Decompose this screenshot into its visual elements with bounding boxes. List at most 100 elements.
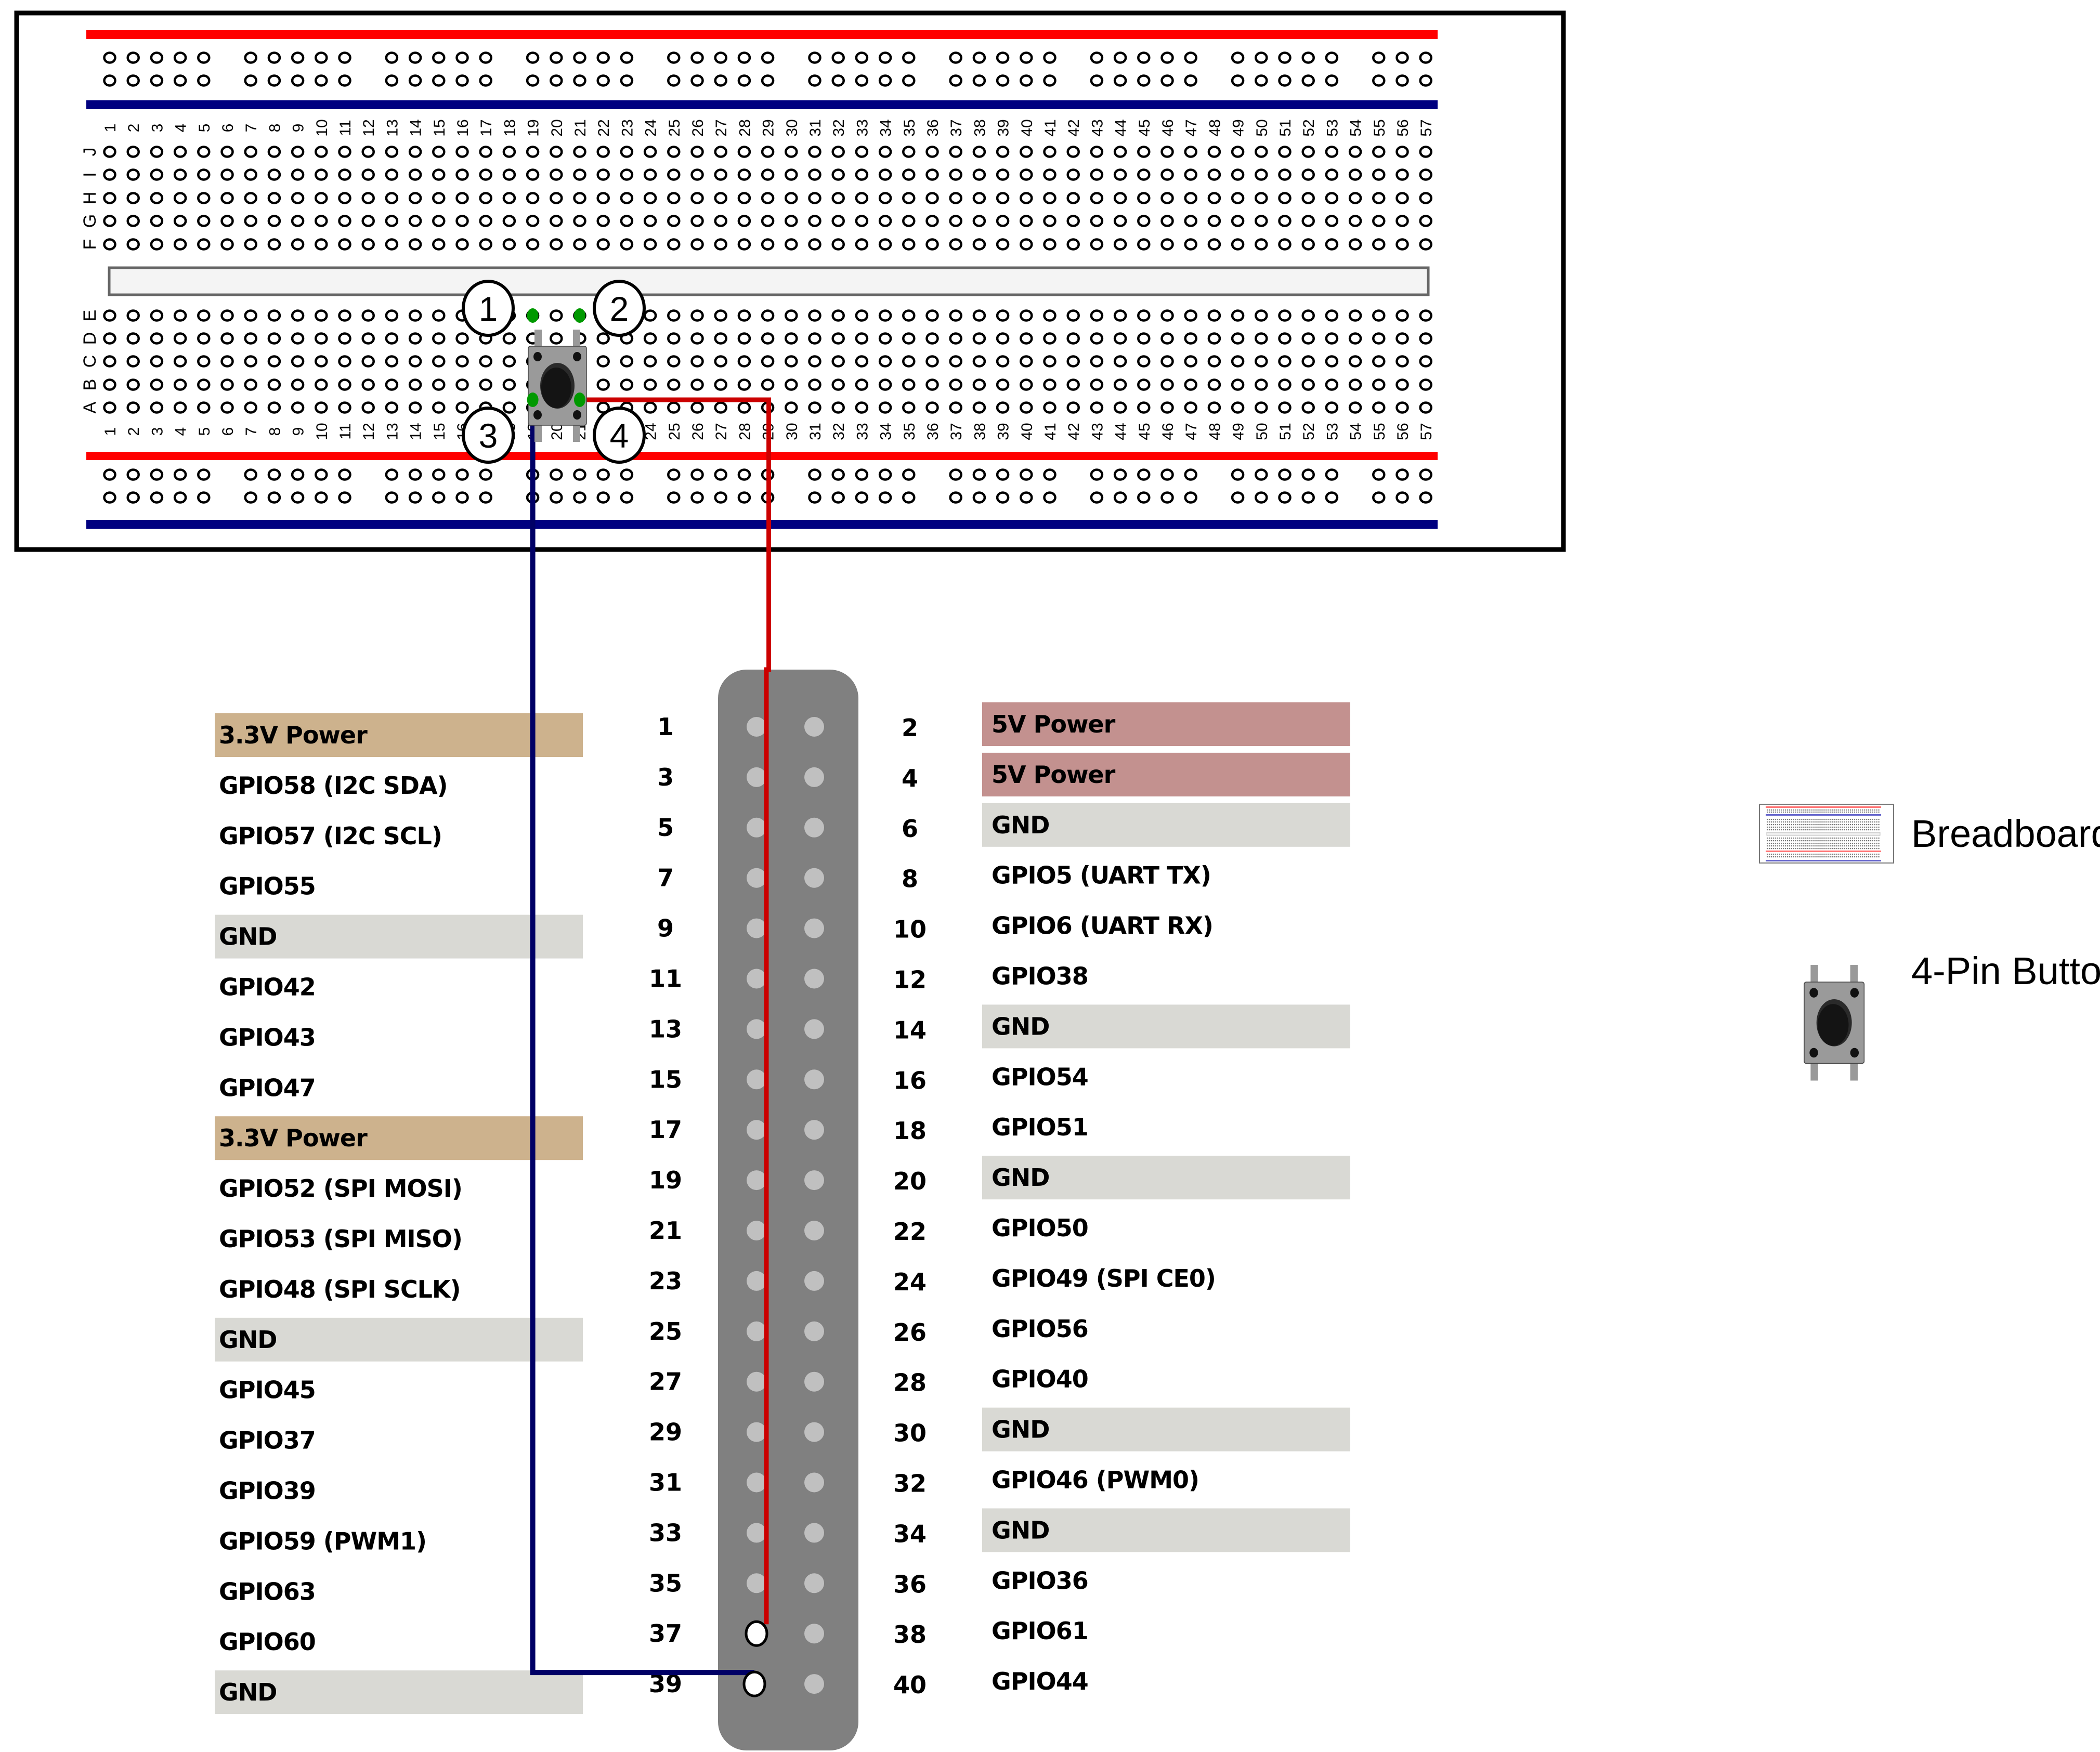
button-screw bbox=[1809, 1048, 1818, 1058]
mini-hole bbox=[1781, 856, 1782, 858]
rail-hole bbox=[714, 74, 727, 87]
mini-hole bbox=[1835, 848, 1837, 849]
terminal-hole bbox=[1184, 215, 1197, 227]
mini-hole bbox=[1817, 854, 1819, 855]
mini-hole bbox=[1860, 809, 1861, 811]
mini-hole bbox=[1866, 824, 1868, 826]
mini-hole bbox=[1791, 854, 1792, 855]
mini-hole bbox=[1789, 843, 1791, 844]
mini-hole bbox=[1813, 824, 1815, 826]
mini-hole bbox=[1833, 809, 1835, 811]
mini-hole bbox=[1797, 854, 1798, 855]
mini-hole bbox=[1799, 854, 1801, 855]
terminal-hole bbox=[1020, 168, 1033, 181]
rail-hole bbox=[902, 51, 916, 64]
rail-hole bbox=[690, 51, 704, 64]
mini-hole bbox=[1801, 840, 1803, 842]
mini-hole bbox=[1825, 809, 1827, 811]
rail-hole bbox=[1184, 468, 1197, 481]
mini-hole bbox=[1813, 843, 1815, 844]
rail-hole bbox=[1231, 491, 1245, 504]
mini-hole bbox=[1789, 848, 1791, 849]
rail-hole bbox=[831, 491, 845, 504]
terminal-hole bbox=[1207, 355, 1221, 368]
mini-hole bbox=[1807, 829, 1809, 831]
mini-hole bbox=[1789, 812, 1791, 813]
mini-hole bbox=[1860, 840, 1861, 842]
mini-hole bbox=[1781, 812, 1782, 813]
mini-hole bbox=[1813, 845, 1815, 847]
terminal-hole bbox=[714, 309, 727, 322]
mini-hole bbox=[1844, 840, 1845, 842]
terminal-hole bbox=[455, 238, 469, 251]
mini-hole bbox=[1803, 843, 1805, 844]
mini-hole bbox=[1795, 843, 1796, 844]
mini-hole bbox=[1805, 829, 1807, 831]
header-pin bbox=[747, 918, 766, 938]
terminal-hole bbox=[267, 168, 281, 181]
mini-hole bbox=[1793, 809, 1794, 811]
mini-hole bbox=[1833, 840, 1835, 842]
mini-hole bbox=[1807, 809, 1809, 811]
terminal-hole bbox=[150, 332, 164, 345]
terminal-hole bbox=[1419, 378, 1432, 391]
terminal-hole bbox=[479, 378, 492, 391]
mini-hole bbox=[1823, 821, 1825, 823]
terminal-hole bbox=[244, 332, 257, 345]
mini-hole bbox=[1805, 819, 1807, 820]
terminal-hole bbox=[620, 215, 634, 227]
terminal-hole bbox=[667, 238, 681, 251]
header-pin bbox=[747, 1221, 766, 1240]
mini-hole bbox=[1781, 840, 1782, 842]
header-pin bbox=[804, 717, 824, 737]
mini-hole bbox=[1770, 829, 1772, 831]
terminal-hole bbox=[244, 355, 257, 368]
mini-hole bbox=[1777, 824, 1778, 826]
mini-hole bbox=[1849, 854, 1851, 855]
terminal-hole bbox=[808, 378, 821, 391]
button-leg bbox=[534, 424, 542, 442]
mini-hole bbox=[1872, 856, 1873, 858]
terminal-hole bbox=[173, 355, 187, 368]
terminal-hole bbox=[173, 238, 187, 251]
mini-hole bbox=[1854, 840, 1855, 842]
mini-hole bbox=[1837, 848, 1839, 849]
terminal-hole bbox=[690, 168, 704, 181]
mini-hole bbox=[1860, 829, 1861, 831]
mini-hole bbox=[1801, 856, 1803, 858]
mini-hole bbox=[1817, 843, 1819, 844]
terminal-hole bbox=[1325, 401, 1339, 414]
button-leg bbox=[573, 330, 580, 347]
terminal-hole bbox=[1348, 146, 1362, 158]
mini-hole bbox=[1868, 829, 1870, 831]
pin-number: 4 bbox=[902, 764, 918, 792]
terminal-hole bbox=[1325, 355, 1339, 368]
column-number: 23 bbox=[619, 119, 636, 136]
mini-hole bbox=[1870, 840, 1872, 842]
rail-hole bbox=[103, 74, 116, 87]
mini-hole bbox=[1860, 843, 1861, 844]
mini-hole bbox=[1793, 819, 1794, 820]
mini-hole bbox=[1858, 843, 1859, 844]
terminal-hole bbox=[267, 215, 281, 227]
rail-hole bbox=[267, 51, 281, 64]
mini-hole bbox=[1856, 829, 1857, 831]
column-number: 44 bbox=[1113, 119, 1130, 136]
mini-hole bbox=[1811, 827, 1812, 828]
terminal-hole bbox=[1395, 309, 1409, 322]
column-number: 3 bbox=[149, 427, 166, 436]
mini-hole bbox=[1831, 838, 1833, 839]
column-number: 11 bbox=[337, 423, 354, 439]
terminal-hole bbox=[737, 332, 751, 345]
mini-hole bbox=[1813, 838, 1815, 839]
pin-label: GND bbox=[992, 1516, 1049, 1544]
terminal-hole bbox=[315, 378, 328, 391]
terminal-hole bbox=[455, 215, 469, 227]
terminal-hole bbox=[949, 309, 962, 322]
mini-hole bbox=[1789, 809, 1791, 811]
mini-hole bbox=[1831, 843, 1833, 844]
mini-hole bbox=[1783, 827, 1784, 828]
mini-hole bbox=[1846, 845, 1847, 847]
terminal-hole bbox=[479, 355, 492, 368]
column-number: 6 bbox=[219, 124, 237, 133]
